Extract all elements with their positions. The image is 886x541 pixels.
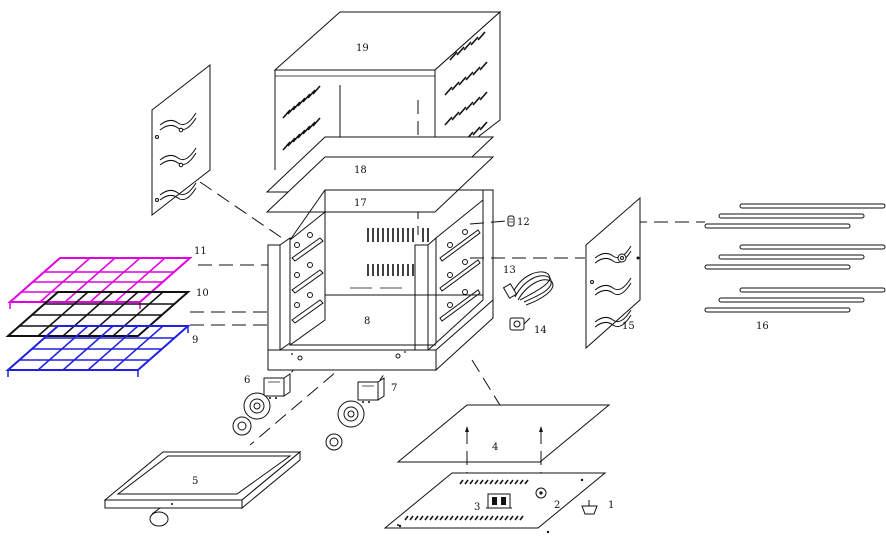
label-part-1: 1 <box>608 500 614 511</box>
part-number-labels: 19 18 17 12 11 13 10 8 15 16 14 9 6 7 4 … <box>192 43 769 513</box>
part-19-outer-cover <box>273 10 502 172</box>
cover-side-vents-left <box>282 85 321 151</box>
right-rack-slots <box>439 229 481 322</box>
part-11-wire-rack-top <box>7 257 193 309</box>
part-5-crumb-tray <box>103 450 302 527</box>
label-part-19: 19 <box>356 43 369 54</box>
part-13-power-cord <box>502 271 554 306</box>
part-15-side-panel <box>585 196 641 350</box>
part-2-fuse-holder <box>535 487 547 499</box>
left-side-panel <box>151 63 211 217</box>
part-14-plug <box>509 317 531 331</box>
label-part-18: 18 <box>354 165 367 176</box>
part-3-switch-block <box>486 493 512 509</box>
label-part-9: 9 <box>192 335 198 346</box>
label-part-8: 8 <box>364 316 370 327</box>
label-part-12: 12 <box>517 217 530 228</box>
part-4-bottom-plate <box>396 404 611 480</box>
part-1-foot <box>581 500 598 515</box>
base-assembly <box>383 472 607 534</box>
part-9-wire-rack-bottom <box>5 325 191 377</box>
label-part-2: 2 <box>554 500 560 511</box>
part-8-oven-body <box>267 189 494 372</box>
part-17-insulation-sheet <box>265 156 495 213</box>
label-part-13: 13 <box>503 265 516 276</box>
part-6-timer-assembly <box>232 373 291 436</box>
label-part-15: 15 <box>622 321 635 332</box>
label-part-14: 14 <box>534 325 547 336</box>
label-part-4: 4 <box>492 442 498 453</box>
part-10-wire-rack-middle <box>5 291 191 337</box>
base-vents <box>404 479 529 521</box>
label-part-11: 11 <box>194 246 207 257</box>
label-part-17: 17 <box>354 198 367 209</box>
label-part-6: 6 <box>244 375 250 386</box>
label-part-5: 5 <box>192 476 198 487</box>
part-16-heating-elements <box>704 203 886 313</box>
label-part-10: 10 <box>196 288 209 299</box>
label-part-3: 3 <box>474 502 480 513</box>
left-rack-slots <box>291 232 324 324</box>
label-part-16: 16 <box>756 321 769 332</box>
part-12-lamp <box>469 215 515 227</box>
back-wall-vents <box>367 228 429 276</box>
label-part-7: 7 <box>391 383 397 394</box>
part-7-thermostat-assembly <box>325 377 385 451</box>
